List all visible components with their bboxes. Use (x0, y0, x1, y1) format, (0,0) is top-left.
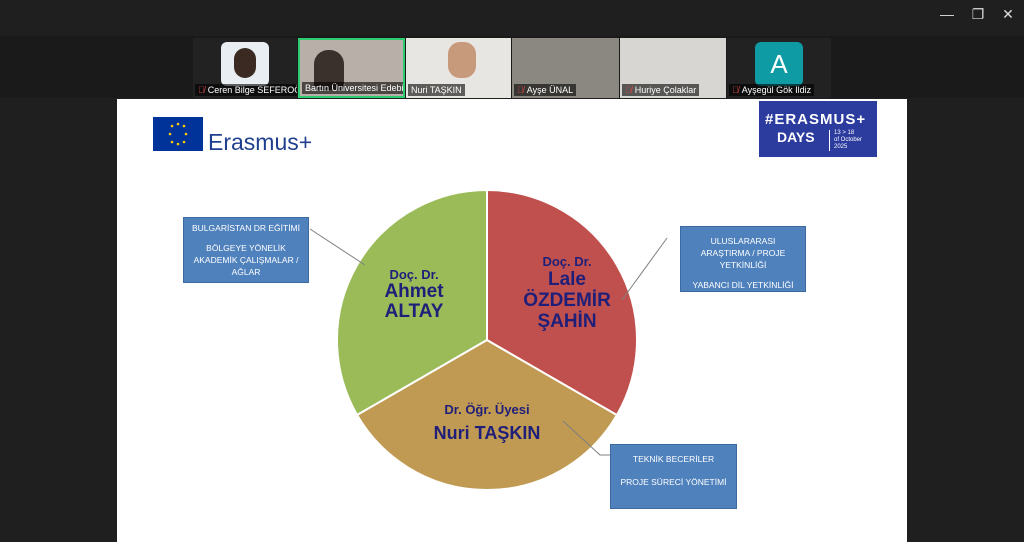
participant-name: 🎙̸Ayşe ÜNAL (514, 84, 577, 96)
participant-name: 🎙̸Ayşegül Gök Ildiz (729, 84, 815, 96)
pie-slice (355, 338, 619, 491)
mic-muted-icon: 🎙̸ (517, 85, 524, 95)
erasmus-logo: Erasmus+ (208, 129, 313, 155)
participant-name: Bartın Üniversitesi Edebiy... (302, 82, 403, 94)
close-button[interactable]: ✕ (1002, 6, 1014, 22)
title-bar: — ❐ ✕ (0, 0, 1024, 36)
participant-name: 🎙̸Huriye Çolaklar (622, 84, 700, 96)
avatar: A (755, 42, 803, 86)
participant-tile[interactable]: 🎙̸Huriye Çolaklar (620, 38, 726, 98)
slice-label-lale: Doç. Dr.Lale ÖZDEMİR ŞAHİN (523, 254, 611, 332)
avatar (221, 42, 269, 86)
mic-muted-icon: 🎙̸ (732, 85, 739, 95)
pie-chart (309, 188, 668, 491)
participant-tile[interactable]: 🎙̸Ceren Bilge SEFEROĞLU (193, 38, 297, 98)
participant-tile[interactable]: A 🎙̸Ayşegül Gök Ildiz (727, 38, 831, 98)
eu-flag-icon (153, 117, 203, 151)
pie-slice (486, 188, 638, 417)
mic-muted-icon: 🎙̸ (198, 85, 205, 95)
participant-name: Nuri TAŞKIN (408, 84, 465, 96)
participant-tile[interactable]: Nuri TAŞKIN (406, 38, 511, 98)
restore-button[interactable]: ❐ (971, 6, 985, 22)
video-feed (448, 42, 476, 78)
pie-slice (336, 188, 488, 417)
leader-line-bottom (562, 420, 610, 456)
leader-line-right (621, 237, 668, 301)
slice-label-ahmet: Doç. Dr.Ahmet ALTAY (384, 267, 444, 322)
participant-name: 🎙̸Ceren Bilge SEFEROĞLU (195, 84, 297, 96)
participant-tile-active[interactable]: Bartın Üniversitesi Edebiy... (298, 38, 405, 98)
mic-muted-icon: 🎙̸ (625, 85, 632, 95)
minimize-button[interactable]: — (940, 6, 954, 22)
participant-tile[interactable]: 🎙̸Ayşe ÜNAL (512, 38, 619, 98)
leader-line-left (309, 228, 366, 266)
info-box-right: ULUSLARARASI ARAŞTIRMA / PROJE YETKİNLİĞ… (680, 226, 806, 292)
